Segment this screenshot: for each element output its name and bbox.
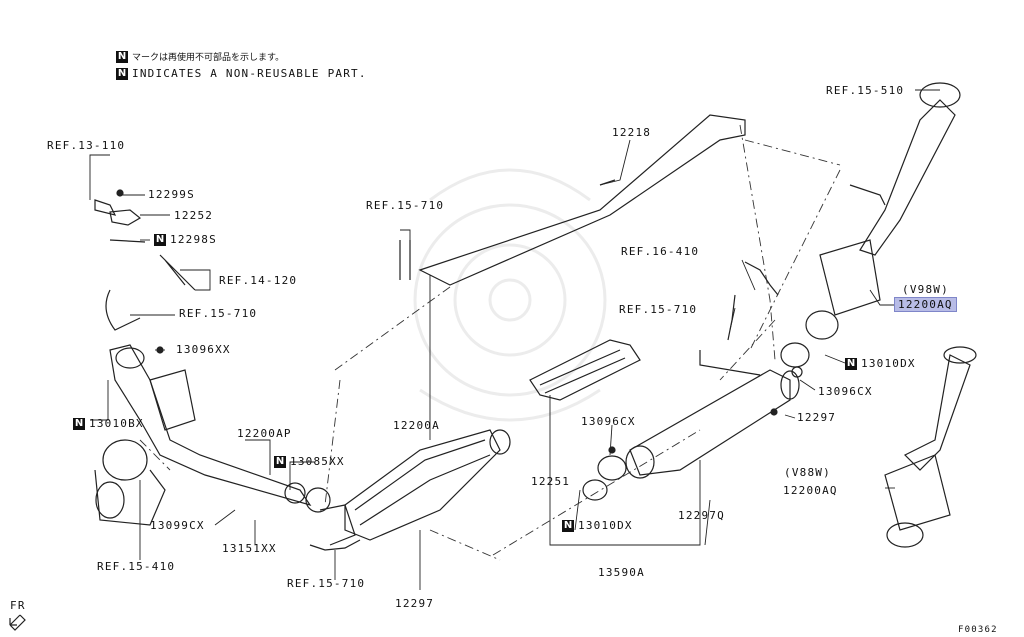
variant-label: (V88W) [784, 466, 831, 479]
ref-label[interactable]: REF.15-710 [366, 199, 445, 212]
legend-jp-text: マークは再使用不可部品を示します。 [132, 53, 285, 63]
ref-label[interactable]: REF.14-120 [219, 274, 298, 287]
part-label-nonreusable[interactable]: N 13085XX [274, 456, 345, 468]
part-label[interactable]: 13099CX [150, 519, 205, 532]
non-reusable-mark-icon: N [116, 68, 128, 80]
leader-lines [89, 89, 940, 590]
part-label[interactable]: 13096CX [581, 415, 636, 428]
center-converter-12200A [319, 429, 511, 546]
part-label[interactable]: 12200A [393, 419, 440, 432]
part-label-highlighted[interactable]: 12200AQ [894, 297, 957, 312]
rear-converter-v88w [884, 346, 977, 548]
part-number: 12298S [170, 233, 217, 246]
ref-label[interactable]: REF.13-110 [47, 139, 126, 152]
ref-label[interactable]: REF.15-710 [179, 307, 258, 320]
non-reusable-mark-icon: N [154, 234, 166, 246]
part-number: 12200AQ [894, 297, 957, 312]
part-label[interactable]: 12297 [395, 597, 435, 610]
rear-converter-v98w [805, 82, 961, 340]
non-reusable-mark-icon: N [845, 358, 857, 370]
part-label[interactable]: 13151XX [222, 542, 277, 555]
non-reusable-mark-icon: N [73, 418, 85, 430]
legend-line-jp: N マークは再使用不可部品を示します。 [116, 51, 284, 64]
turbocharger [94, 439, 166, 526]
non-reusable-mark-icon: N [274, 456, 286, 468]
tail-pipe-12218 [399, 114, 746, 286]
part-label-nonreusable[interactable]: N 13010DX [845, 358, 916, 370]
guide-lines [139, 124, 841, 561]
part-label[interactable]: 13096CX [818, 385, 873, 398]
part-label-nonreusable[interactable]: N 13010DX [562, 520, 633, 532]
part-label[interactable]: 12200AP [237, 427, 292, 440]
gasket-rings [116, 189, 810, 454]
part-label-nonreusable[interactable]: N 12298S [154, 234, 217, 246]
small-parts-upper-left [94, 199, 196, 331]
part-label[interactable]: 13096XX [176, 343, 231, 356]
part-number: 13010DX [861, 357, 916, 370]
part-label[interactable]: 12297 [797, 411, 837, 424]
part-label[interactable]: 12218 [612, 126, 652, 139]
legend-line-en: N INDICATES A NON-REUSABLE PART. [116, 68, 367, 80]
non-reusable-mark-icon: N [562, 520, 574, 532]
part-number: 13085XX [290, 455, 345, 468]
part-label[interactable]: 12200AQ [783, 484, 838, 497]
ref-label[interactable]: REF.16-410 [621, 245, 700, 258]
ref-label[interactable]: REF.15-710 [619, 303, 698, 316]
part-label[interactable]: 13590A [598, 566, 645, 579]
part-label[interactable]: 12251 [531, 475, 571, 488]
part-label-nonreusable[interactable]: N 13010BX [73, 418, 144, 430]
ref-label[interactable]: REF.15-710 [287, 577, 366, 590]
part-label[interactable]: 12297Q [678, 509, 725, 522]
part-number: 13010BX [89, 417, 144, 430]
legend-en-text: INDICATES A NON-REUSABLE PART. [132, 67, 367, 80]
front-direction-label: FR [10, 599, 26, 612]
figure-code: F00362 [958, 625, 998, 635]
front-converter [109, 344, 331, 513]
ref-label[interactable]: REF.15-510 [826, 84, 905, 97]
dpf-13590A [582, 350, 800, 501]
part-number: 13010DX [578, 519, 633, 532]
ref-label[interactable]: REF.15-410 [97, 560, 176, 573]
variant-label: (V98W) [902, 283, 949, 296]
front-arrow-icon [9, 614, 26, 631]
part-label[interactable]: 12252 [174, 209, 214, 222]
heat-shield-12251 [529, 339, 641, 401]
non-reusable-mark-icon: N [116, 51, 128, 63]
sensor-wires [309, 261, 779, 551]
watermark-logo [413, 168, 607, 422]
part-label[interactable]: 12299S [148, 188, 195, 201]
